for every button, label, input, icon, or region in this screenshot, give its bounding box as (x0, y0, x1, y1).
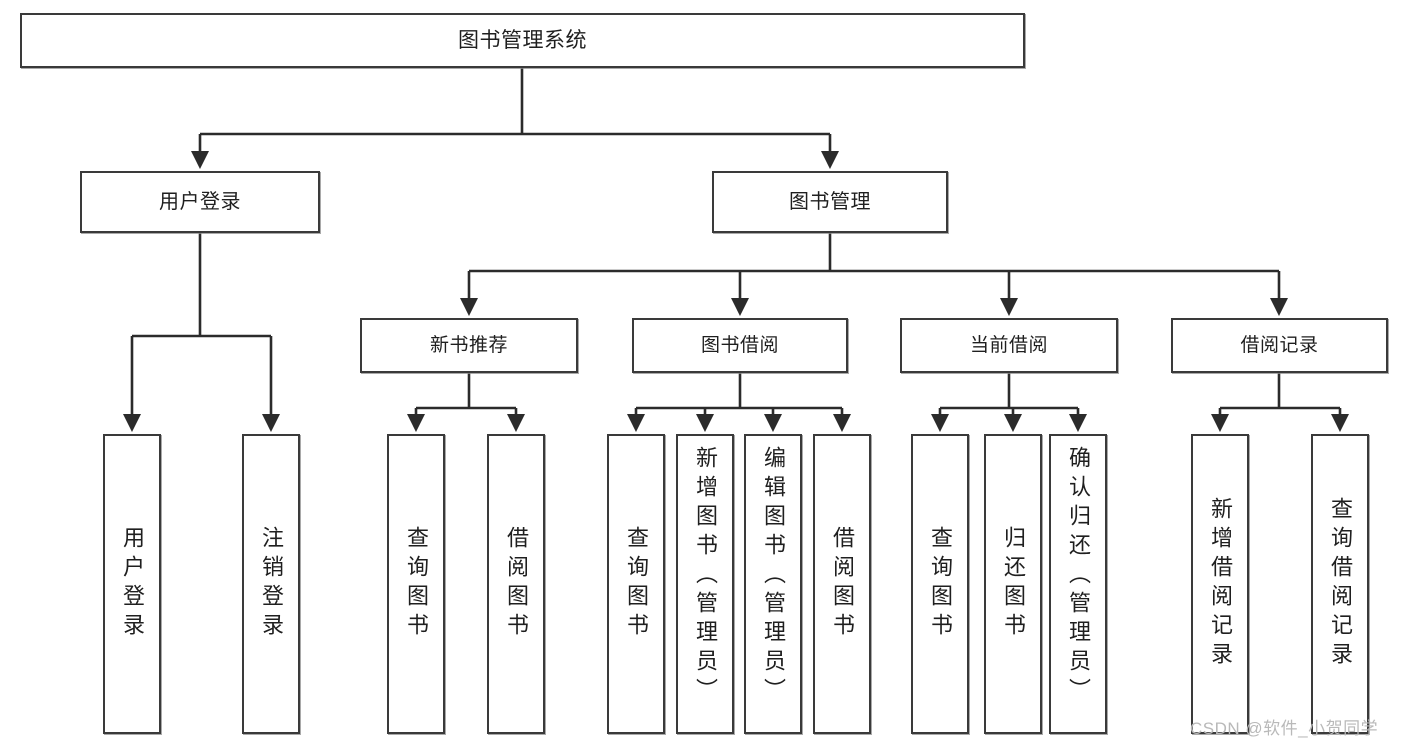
leaf-borrow-add-book[interactable]: 新增图书（管理员） (676, 434, 734, 734)
node-current-borrow[interactable]: 当前借阅 (900, 318, 1118, 373)
leaf-current-query-book[interactable]: 查询图书 (911, 434, 969, 734)
node-book-manage[interactable]: 图书管理 (712, 171, 948, 233)
leaf-borrow-borrow-book-label: 借阅图书 (830, 526, 855, 642)
leaf-current-confirm-return-label: 确认归还（管理员） (1066, 446, 1091, 707)
leaf-recommend-query-book[interactable]: 查询图书 (387, 434, 445, 734)
node-book-borrow[interactable]: 图书借阅 (632, 318, 848, 373)
leaf-recommend-borrow-book-label: 借阅图书 (504, 526, 529, 642)
leaf-borrow-query-book-label: 查询图书 (624, 526, 649, 642)
node-book-manage-label: 图书管理 (789, 190, 871, 213)
leaf-user-logout[interactable]: 注销登录 (242, 434, 300, 734)
node-book-borrow-label: 图书借阅 (700, 334, 779, 356)
node-new-book-recommend[interactable]: 新书推荐 (360, 318, 578, 373)
node-current-borrow-label: 当前借阅 (969, 334, 1048, 356)
node-user-login-label: 用户登录 (159, 190, 241, 213)
leaf-borrow-add-book-label: 新增图书（管理员） (693, 446, 718, 707)
leaf-recommend-query-book-label: 查询图书 (404, 526, 429, 642)
csdn-watermark: CSDN @软件_小贺同学 (1190, 719, 1379, 738)
leaf-borrow-borrow-book[interactable]: 借阅图书 (813, 434, 871, 734)
node-borrow-record[interactable]: 借阅记录 (1171, 318, 1388, 373)
leaf-current-return-book[interactable]: 归还图书 (984, 434, 1042, 734)
leaf-borrow-edit-book-label: 编辑图书（管理员） (761, 446, 786, 707)
node-user-login[interactable]: 用户登录 (80, 171, 320, 233)
node-root[interactable]: 图书管理系统 (20, 13, 1025, 68)
leaf-record-add-record-label: 新增借阅记录 (1208, 497, 1233, 671)
leaf-user-login[interactable]: 用户登录 (103, 434, 161, 734)
leaf-current-confirm-return[interactable]: 确认归还（管理员） (1049, 434, 1107, 734)
leaf-user-login-label: 用户登录 (120, 526, 145, 642)
leaf-borrow-query-book[interactable]: 查询图书 (607, 434, 665, 734)
node-root-label: 图书管理系统 (458, 28, 587, 52)
leaf-borrow-edit-book[interactable]: 编辑图书（管理员） (744, 434, 802, 734)
leaf-record-add-record[interactable]: 新增借阅记录 (1191, 434, 1249, 734)
leaf-user-logout-label: 注销登录 (259, 526, 284, 642)
leaf-record-query-record[interactable]: 查询借阅记录 (1311, 434, 1369, 734)
leaf-recommend-borrow-book[interactable]: 借阅图书 (487, 434, 545, 734)
leaf-current-query-book-label: 查询图书 (928, 526, 953, 642)
node-new-book-recommend-label: 新书推荐 (429, 334, 508, 356)
node-borrow-record-label: 借阅记录 (1240, 334, 1319, 356)
leaf-current-return-book-label: 归还图书 (1001, 526, 1026, 642)
leaf-record-query-record-label: 查询借阅记录 (1328, 497, 1353, 671)
